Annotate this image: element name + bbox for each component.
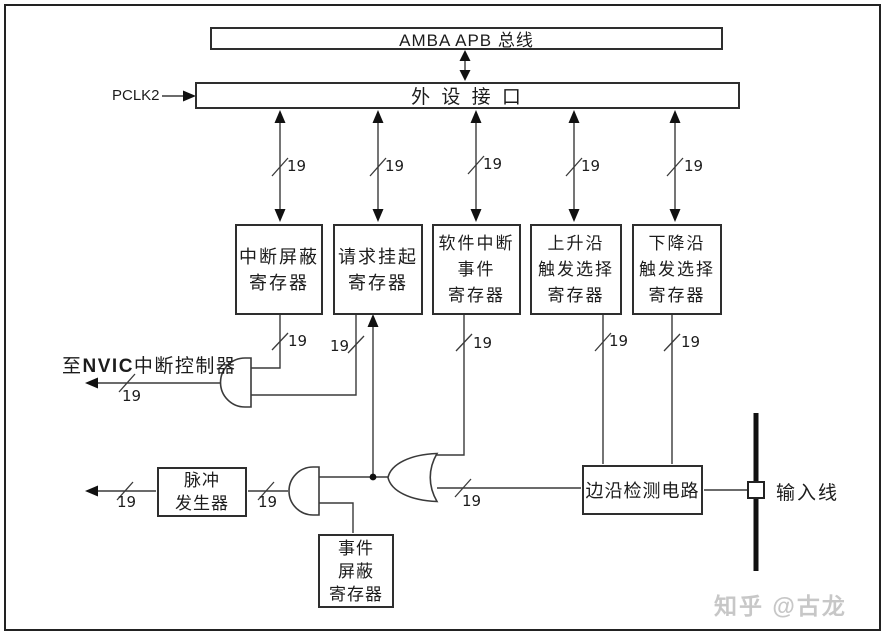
pclk2-label: PCLK2 [112, 87, 160, 104]
slash-fallreg [663, 333, 681, 352]
wire-evtmask-and [319, 502, 354, 533]
slash-bus-reg1 [271, 157, 289, 177]
nvic-output-label-prefix: 至 [62, 356, 83, 377]
slash-edge-or [454, 478, 472, 498]
arrowhead-pending-up [367, 314, 379, 327]
amba-apb-bus-box: AMBA APB 总线 [210, 27, 723, 50]
and-gate-event [288, 466, 320, 516]
arrowhead-reg5-up [669, 110, 681, 123]
slash-bus-reg5 [666, 157, 684, 177]
slash-swreg [455, 333, 473, 352]
bus-width-label: 19 [122, 387, 142, 405]
wire-swreg-or [436, 315, 465, 456]
wire-pendreg-and [251, 315, 357, 396]
bus-width-label: 19 [258, 493, 278, 511]
arrowhead-reg3-up [470, 110, 482, 123]
event-mask-register-box: 事件 屏蔽 寄存器 [318, 534, 394, 608]
arrowhead-reg2-up [372, 110, 384, 123]
slash-risereg [594, 332, 612, 352]
bus-width-label: 19 [483, 155, 503, 173]
bus-width-label: 19 [462, 492, 482, 510]
arrowhead-reg2-down [372, 209, 384, 222]
register-pending-request: 请求挂起 寄存器 [333, 224, 423, 315]
pulse-generator-box: 脉冲 发生器 [157, 467, 247, 517]
input-line-label: 输入线 [776, 483, 840, 504]
bus-width-label: 19 [385, 157, 405, 175]
slash-bus-reg2 [369, 157, 387, 177]
wire-maskreg-and [251, 315, 281, 369]
slash-maskreg [271, 332, 289, 351]
arrowhead-reg4-down [568, 209, 580, 222]
bus-width-label: 19 [681, 333, 701, 351]
arrowhead-reg4-up [568, 110, 580, 123]
input-line-connector [747, 481, 765, 499]
bus-width-label: 19 [684, 157, 704, 175]
peripheral-interface-box: 外 设 接 口 [195, 82, 740, 109]
nvic-output-label-nvic: NVIC [82, 356, 134, 377]
arrowhead-reg3-down [470, 209, 482, 222]
arrowhead-reg5-down [669, 209, 681, 222]
slash-pulse-out [116, 481, 134, 501]
register-rising-edge-select: 上升沿 触发选择 寄存器 [530, 224, 622, 315]
bus-width-label: 19 [473, 334, 493, 352]
junction-dot [369, 473, 377, 481]
arrowhead-reg1-down [274, 209, 286, 222]
slash-pendreg [347, 335, 365, 354]
watermark: 知乎 @古龙 [714, 593, 847, 619]
arrowhead-pulse-out [85, 485, 98, 497]
register-interrupt-mask: 中断屏蔽 寄存器 [235, 224, 323, 315]
slash-and-pulse [257, 481, 275, 501]
arrowhead-bus-down [459, 70, 471, 81]
nvic-output-label: 至NVIC中断控制器 [62, 351, 236, 378]
slash-bus-reg3 [467, 155, 485, 175]
bus-width-label: 19 [117, 493, 137, 511]
slash-bus-reg4 [565, 157, 583, 177]
arrowhead-pclk2 [183, 90, 196, 102]
nvic-output-label-suffix: 中断控制器 [133, 356, 237, 377]
arrowhead-bus-up [459, 50, 471, 61]
bus-width-label: 19 [287, 157, 307, 175]
register-software-interrupt-event: 软件中断 事件 寄存器 [432, 224, 521, 315]
bus-width-label: 19 [609, 332, 629, 350]
arrowhead-reg1-up [274, 110, 286, 123]
bus-width-label: 19 [581, 157, 601, 175]
bus-width-label: 19 [288, 332, 308, 350]
edge-detect-box: 边沿检测电路 [582, 465, 703, 515]
and-gate-nvic [219, 357, 252, 408]
register-falling-edge-select: 下降沿 触发选择 寄存器 [632, 224, 722, 315]
arrowhead-nvic-out [85, 377, 98, 389]
slash-nvic-out [118, 373, 136, 393]
bus-width-label: 19 [330, 337, 350, 355]
or-gate [387, 452, 439, 503]
